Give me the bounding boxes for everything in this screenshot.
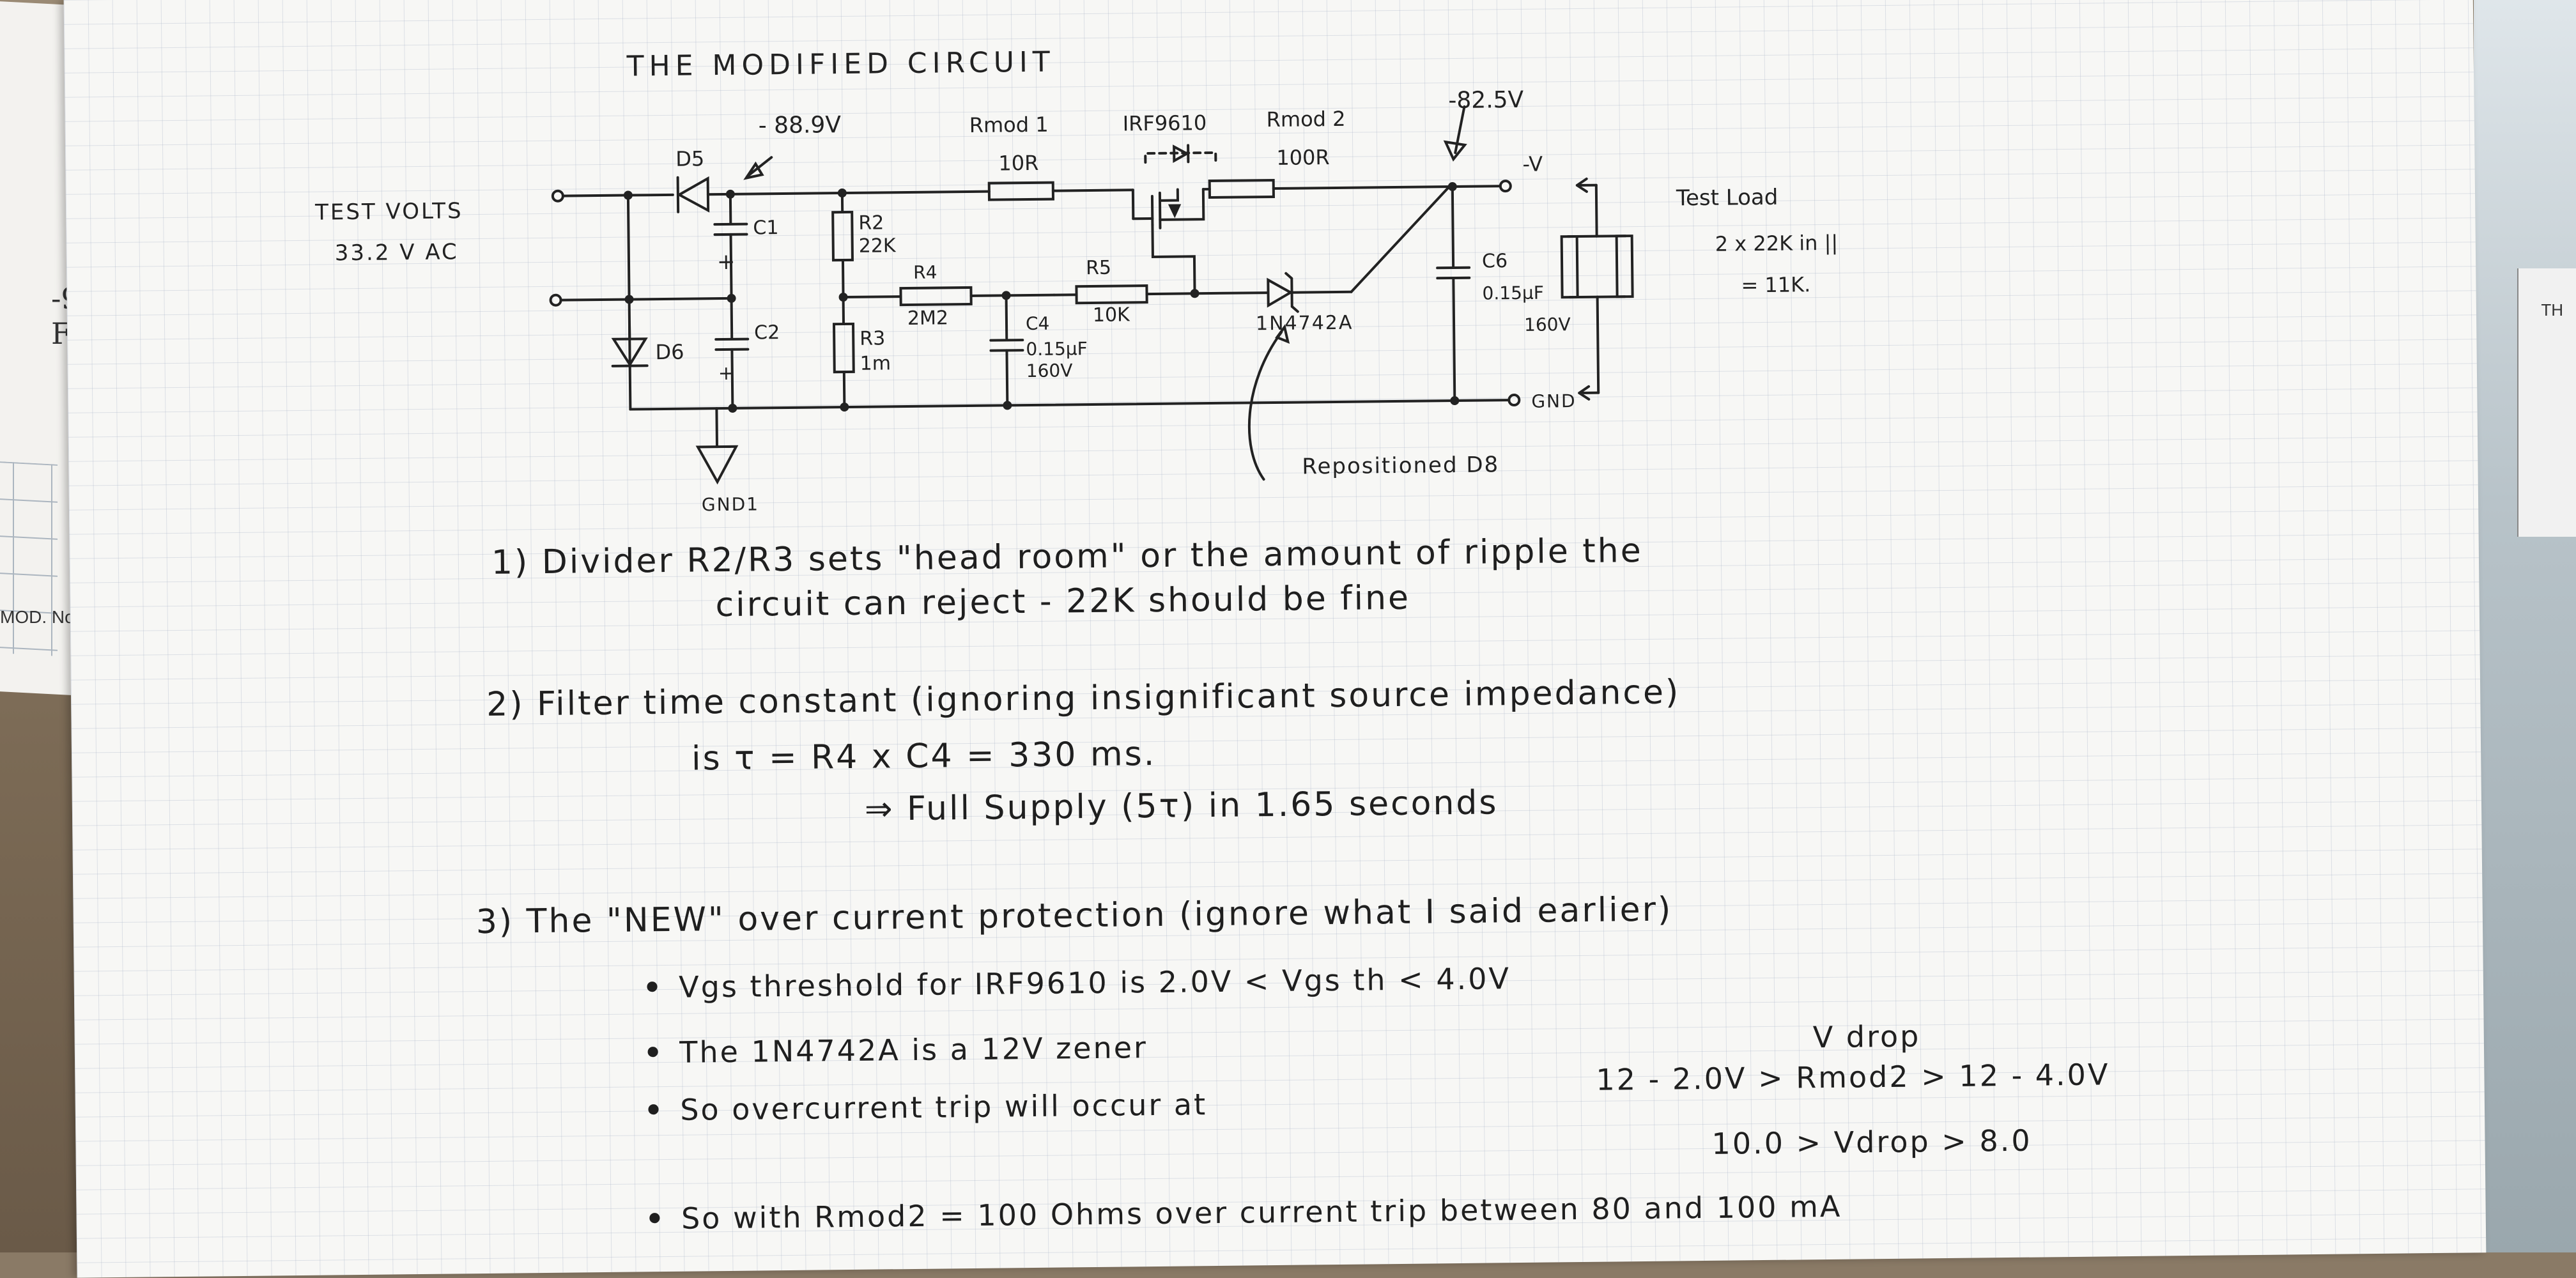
diode-d5 <box>679 178 709 210</box>
label-c4-name: C4 <box>1026 313 1050 334</box>
ac-input-terminal-bottom <box>551 295 561 305</box>
label-test-load-result: = 11K. <box>1741 272 1810 297</box>
note-3-bullet-3-text: So overcurrent trip will occur at <box>680 1087 1207 1127</box>
label-v-output: -82.5V <box>1448 87 1524 114</box>
equation-2: 10.0 > Vdrop > 8.0 <box>1711 1123 2032 1161</box>
wire-output-rail <box>1274 186 1500 189</box>
gnd-output-terminal <box>1509 395 1519 405</box>
label-r3-name: R3 <box>860 327 885 350</box>
label-c2: C2 <box>754 321 780 344</box>
note-2-line-2: is τ = R4 x C4 = 330 ms. <box>691 735 1157 778</box>
page-title: THE MODIFIED CIRCUIT <box>626 46 1056 83</box>
label-v-anode: - 88.9V <box>759 112 842 139</box>
note-1-line-2: circuit can reject - 22K should be fine <box>715 579 1410 624</box>
label-c6-value: 0.15µF <box>1482 282 1544 304</box>
right-background <box>2474 0 2576 1252</box>
label-rmod2-value: 100R <box>1276 145 1330 170</box>
label-r3-value: 1m <box>860 352 891 375</box>
label-r5-name: R5 <box>1086 257 1111 279</box>
label-c4-value: 0.15µF <box>1026 338 1088 360</box>
equation-1: 12 - 2.0V > Rmod2 > 12 - 4.0V <box>1596 1057 2109 1097</box>
label-d6: D6 <box>655 340 684 364</box>
resistor-r2 <box>833 212 852 260</box>
test-load-resistor-2 <box>1617 236 1633 296</box>
label-c1: C1 <box>753 217 778 239</box>
label-gnd1: GND1 <box>702 493 759 515</box>
wire-zener-to-rail <box>1350 187 1451 292</box>
label-c6-name: C6 <box>1482 250 1508 272</box>
label-rmod1-name: Rmod 1 <box>969 112 1049 137</box>
label-zener: 1N4742A <box>1256 312 1354 335</box>
resistor-rmod1 <box>989 183 1053 200</box>
v-output-terminal <box>1500 181 1511 191</box>
wire-bottom-rail <box>630 401 1454 410</box>
repositioned-arrow <box>1248 332 1283 480</box>
wire-mid <box>561 298 732 300</box>
test-load-arrow-top <box>1577 179 1596 192</box>
zener-1n4742a <box>1268 280 1290 305</box>
label-r4-value: 2M2 <box>907 307 948 330</box>
test-load-resistor-1 <box>1562 236 1578 297</box>
label-rmod1-value: 10R <box>998 151 1038 176</box>
mod-no-label: MOD. No. <box>0 607 79 627</box>
circuit-schematic: THE MODIFIED CIRCUIT - 88.9V -82.5V Rmod… <box>64 0 2487 1278</box>
resistor-r3 <box>834 324 854 372</box>
wire-top-rail <box>708 192 989 195</box>
label-rmod2-name: Rmod 2 <box>1266 107 1345 132</box>
label-repositioned-d8: Repositioned D8 <box>1302 452 1499 479</box>
right-document-text: TH <box>2541 300 2563 320</box>
resistor-r4 <box>900 288 971 305</box>
note-3-bullet-2-text: The 1N4742A is a 12V zener <box>679 1030 1148 1070</box>
equation-vdrop-label: V drop <box>1812 1019 1920 1054</box>
note-3-bullet-2: •The 1N4742A is a 12V zener <box>644 1030 1148 1070</box>
note-2-line-3: ⇒ Full Supply (5τ) in 1.65 seconds <box>865 783 1499 828</box>
label-test-load: Test Load <box>1676 185 1778 212</box>
label-c6-rating: 160V <box>1524 314 1571 335</box>
resistor-r5 <box>1076 286 1146 303</box>
label-plus-2: + <box>718 362 735 385</box>
label-plus-1: + <box>717 249 736 275</box>
note-3-bullet-3: •So overcurrent trip will occur at <box>644 1087 1208 1127</box>
label-c4-rating: 160V <box>1026 360 1073 381</box>
ac-input-terminal-top <box>553 191 563 201</box>
label-r4-name: R4 <box>913 262 937 283</box>
label-test-load-calc: 2 x 22K in || <box>1715 231 1839 256</box>
label-r2-name: R2 <box>858 212 884 234</box>
label-d5: D5 <box>675 146 704 171</box>
test-load-arrow-bottom <box>1579 387 1598 399</box>
label-test-volts-value: 33.2 V AC <box>335 239 459 266</box>
graph-paper-sheet: THE MODIFIED CIRCUIT - 88.9V -82.5V Rmod… <box>64 0 2487 1278</box>
gnd1-symbol <box>698 447 737 482</box>
label-r5-value: 10K <box>1093 304 1131 327</box>
resistor-rmod2 <box>1210 180 1274 197</box>
label-out-terminal: -V <box>1522 152 1543 176</box>
label-gnd-terminal: GND <box>1531 390 1577 412</box>
label-r2-value: 22K <box>859 235 897 258</box>
label-mosfet-name: IRF9610 <box>1123 111 1207 135</box>
label-test-volts: TEST VOLTS <box>314 198 463 225</box>
